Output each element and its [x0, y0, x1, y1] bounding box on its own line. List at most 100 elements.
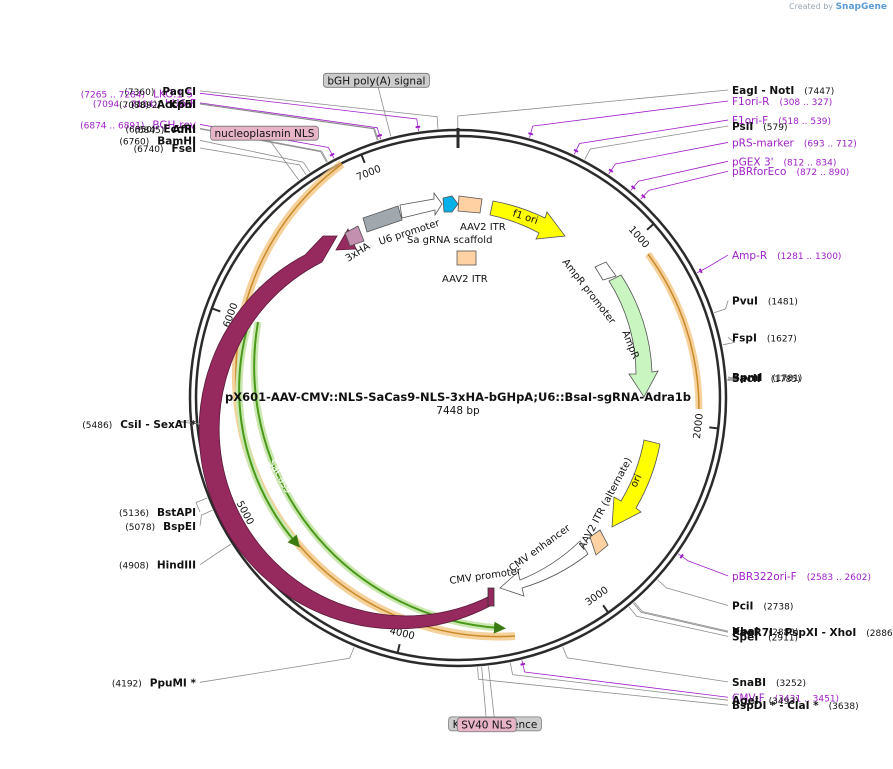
primer-leader [573, 119, 729, 155]
enzyme-label[interactable]: EagI - NotI(7447) [732, 85, 834, 97]
enzyme-label[interactable]: BamHI(6760) [119, 135, 196, 147]
label-aav2-itr-top: AAV2 ITR [460, 222, 506, 233]
primer-label[interactable]: pBRforEco(872 .. 890) [732, 166, 849, 178]
primer-leader [199, 92, 419, 131]
enzyme-name: FspI [732, 332, 757, 344]
primer-position: (6874 .. 6891) [80, 121, 144, 131]
primer-position: (7265 .. 7284) [81, 90, 145, 100]
enzyme-position: (7360) [124, 88, 154, 98]
enzyme-position: (3252) [776, 679, 806, 689]
enzyme-label[interactable]: EcoRI(6850) [125, 123, 196, 135]
ampr-feature[interactable] [608, 274, 659, 398]
primer-position: (812 .. 834) [784, 158, 837, 168]
enzyme-label[interactable]: PvuI(1481) [732, 296, 798, 308]
primer-label[interactable]: Amp-R(1281 .. 1300) [732, 250, 841, 262]
tick-mark [360, 155, 366, 164]
box-leader [488, 666, 496, 724]
tick-mark [396, 643, 401, 653]
enzyme-label[interactable]: PciI(2738) [732, 600, 793, 612]
enzyme-position: (7447) [804, 87, 834, 97]
primer-label[interactable]: hU6-F(7094 .. 7114) [93, 98, 196, 110]
enzyme-name: BpmI [732, 372, 762, 384]
enzyme-label[interactable]: HindIII (4908) [119, 560, 196, 572]
enzyme-leader [199, 543, 232, 566]
enzyme-label[interactable]: SpeI(2911) [732, 631, 798, 643]
features [198, 191, 661, 630]
aav2-itr-top-feature[interactable] [457, 195, 483, 214]
enzyme-position: (5136) [119, 509, 149, 519]
cmv-enhancer-feature[interactable] [499, 540, 589, 597]
feature-box-label[interactable]: SV40 NLS [456, 717, 517, 733]
tick-mark [646, 223, 654, 231]
3xha-feature[interactable] [344, 225, 365, 247]
enzyme-label[interactable]: SacII(1785) [732, 373, 801, 385]
enzyme-label[interactable]: SnaBI(3252) [732, 677, 806, 689]
enzyme-label[interactable]: KpnI(7092) [131, 99, 196, 111]
enzyme-leader [657, 579, 729, 606]
u6-promoter-feature[interactable] [399, 191, 443, 219]
aav2-itr-inner-feature[interactable] [456, 250, 477, 266]
enzyme-position: (4908) [119, 562, 149, 572]
enzyme-label[interactable]: BstAPI (5136) [119, 507, 196, 519]
primer-label[interactable]: pRS-marker(693 .. 712) [732, 137, 857, 149]
primer-label[interactable]: CMV-F(3431 .. 3451) [732, 692, 839, 704]
enzyme-label[interactable]: XbaI(2880) [732, 626, 799, 638]
sgrna-feature[interactable] [442, 195, 459, 213]
primer-label[interactable]: BGH-rev(6874 .. 6891) [80, 119, 196, 131]
enzyme-label[interactable]: BpmI (1781) [732, 372, 802, 384]
enzyme-leader [727, 376, 740, 380]
enzyme-leader [714, 300, 729, 314]
primer-leader [521, 660, 729, 698]
enzyme-name: AgeI [732, 695, 759, 707]
primer-label[interactable]: pGEX 3' (812 .. 834) [732, 156, 836, 168]
tick-mark [709, 426, 718, 430]
f1-ori-feature[interactable] [489, 200, 566, 240]
primer-name: pBR322ori-F [732, 571, 797, 583]
primer-label[interactable]: F1ori-F(518 .. 539) [732, 115, 831, 127]
enzyme-label[interactable]: Acc65I(7088) [119, 99, 196, 111]
enzyme-label[interactable]: PpuMI *(4192) [112, 677, 197, 689]
enzyme-label[interactable]: PaqCI (7360) [124, 86, 196, 98]
enzyme-name: PsiI [732, 121, 753, 133]
enzyme-label[interactable]: AflII(6845) [134, 124, 196, 136]
label-sa-grna-scaffold: Sa gRNA scaffold [407, 235, 492, 246]
enzyme-name: BamHI [157, 135, 196, 147]
ampr-promoter-feature[interactable] [594, 261, 617, 281]
enzyme-label[interactable]: PsiI (579) [732, 121, 787, 133]
feature-box-text: SV40 NLS [461, 720, 512, 732]
enzyme-position: (2880) [769, 628, 799, 638]
enzyme-label[interactable]: CsiI - SexAI *(5486) [82, 419, 196, 431]
primer-label[interactable]: LKO.1 5'(7265 .. 7284) [81, 88, 196, 100]
ori-feature[interactable] [611, 439, 661, 528]
plasmid-title-group: pX601-AAV-CMV::NLS-SaCas9-NLS-3xHA-bGHpA… [225, 390, 691, 417]
aav2-itr-alt-feature[interactable] [589, 529, 609, 556]
enzyme-label[interactable]: BspEI(5078) [125, 521, 196, 533]
primer-leader [630, 160, 729, 191]
feature-box-label[interactable]: bGH poly(A) signal [322, 72, 430, 88]
enzyme-name: HindIII [157, 560, 196, 572]
enzyme-position: (579) [763, 123, 787, 133]
enzyme-position: (1627) [767, 334, 797, 344]
enzyme-leader [195, 497, 208, 513]
enzyme-leader [199, 103, 378, 141]
enzyme-position: (7088) [119, 101, 149, 111]
enzyme-name: PaqCI [162, 86, 196, 98]
bgh-feature[interactable] [362, 205, 403, 233]
feature-box-label[interactable]: nucleoplasmin NLS [210, 125, 319, 141]
tick-label: 3000 [583, 585, 610, 609]
enzyme-label[interactable]: AgeI(3493) [732, 695, 799, 707]
enzyme-label[interactable]: FseI(6740) [134, 143, 196, 155]
primer-position: (308 .. 327) [779, 98, 832, 108]
enzyme-label[interactable]: FspI (1627) [732, 332, 797, 344]
primer-label[interactable]: pBR322ori-F(2583 .. 2602) [732, 571, 871, 583]
tick-label: 2000 [692, 413, 706, 440]
enzyme-leader [628, 606, 729, 637]
primer-name: pGEX 3' [732, 156, 774, 168]
primer-label[interactable]: F1ori-R(308 .. 327) [732, 96, 832, 108]
enzyme-label[interactable]: BspDI * - ClaI *(3638) [732, 700, 859, 712]
enzyme-leader [477, 667, 729, 706]
enzyme-position: (1781) [772, 374, 802, 384]
enzyme-name: BstAPI [157, 507, 196, 519]
enzyme-leader [562, 646, 729, 683]
enzyme-label[interactable]: PaeR7I - PspXI - XhoI(2886) [732, 627, 893, 639]
